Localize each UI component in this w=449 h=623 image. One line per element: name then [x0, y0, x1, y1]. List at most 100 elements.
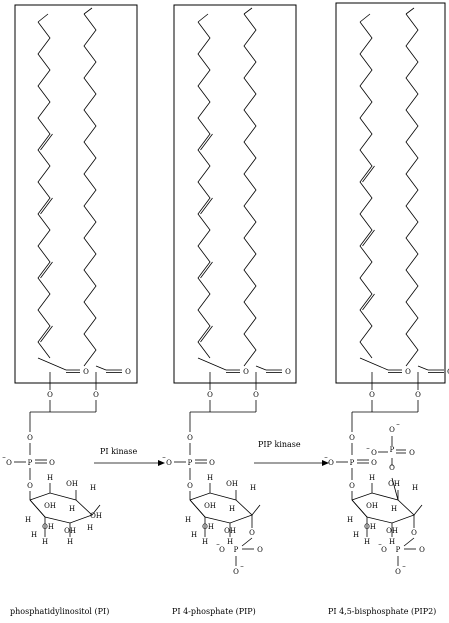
- ring-hydroxyl: OH: [204, 502, 216, 510]
- unsaturated-chain: [197, 21, 211, 359]
- bond: [95, 365, 107, 371]
- ring-hydrogen: H: [229, 505, 235, 513]
- phosphoester-oxygen: O: [27, 434, 33, 442]
- chain-end: [405, 7, 415, 15]
- double-bond: [200, 197, 213, 215]
- ring-hydrogen: H: [185, 516, 191, 524]
- bond: [417, 365, 429, 371]
- ring-hydroxyl: OH: [66, 480, 78, 488]
- phosphate-oxygen: O: [6, 459, 12, 467]
- phosphorus: P: [28, 459, 33, 467]
- phosphate-oxygen: O: [371, 449, 377, 457]
- ring-hydrogen: H: [227, 538, 233, 546]
- ring-hydrogen: H: [369, 474, 375, 482]
- double-bond: [40, 197, 53, 215]
- double-bond: [362, 229, 375, 247]
- unsaturated-chain: [37, 21, 51, 359]
- phosphate-oxygen: O: [209, 459, 215, 467]
- ring-hydroxyl: OH: [42, 523, 54, 531]
- ring-hydroxyl: OH: [226, 480, 238, 488]
- enzyme-label-pip-kinase: PIP kinase: [258, 440, 301, 449]
- phosphate-oxygen: O: [219, 546, 225, 554]
- phosphate-oxygen: O: [328, 459, 334, 467]
- ring-hydrogen: H: [207, 474, 213, 482]
- ring-hydrogen: H: [67, 538, 73, 546]
- ring-hydrogen: H: [25, 516, 31, 524]
- phosphate-oxygen: O: [381, 546, 387, 554]
- ring-bond: [189, 499, 206, 518]
- ring-hydrogen: H: [191, 531, 197, 539]
- negative-charge: –: [396, 420, 400, 428]
- saturated-chain: [83, 13, 97, 367]
- inositol-ring: [29, 492, 93, 524]
- double-bond: [40, 133, 53, 151]
- ester-oxygen: O: [93, 391, 99, 399]
- double-bond: [40, 261, 53, 279]
- carbonyl-oxygen: O: [285, 368, 291, 376]
- phosphate-oxygen: O: [166, 459, 172, 467]
- inositol-linkage-oxygen: O: [187, 482, 193, 490]
- phosphate-oxygen: O: [371, 459, 377, 467]
- double-bond: [40, 325, 53, 343]
- ring-hydrogen: H: [391, 505, 397, 513]
- ring-hydrogen: H: [31, 531, 37, 539]
- negative-charge: –: [240, 562, 244, 570]
- ester-oxygen: O: [369, 391, 375, 399]
- phosphoester-oxygen: O: [187, 434, 193, 442]
- bond: [241, 537, 253, 547]
- fatty-acid-chains-pi: [37, 7, 97, 367]
- chain-end: [83, 7, 93, 15]
- chain-end: [243, 7, 253, 15]
- bond: [251, 504, 261, 516]
- ring-hydrogen: H: [364, 538, 370, 546]
- phosphorus: P: [390, 446, 395, 454]
- ring-hydrogen: H: [347, 516, 353, 524]
- tail-box-pip: [173, 4, 297, 384]
- ester-oxygen: O: [253, 391, 259, 399]
- ester-oxygen: O: [47, 391, 53, 399]
- bond: [359, 357, 389, 371]
- inositol-ring: [351, 492, 415, 524]
- phosphoester-oxygen: O: [349, 434, 355, 442]
- negative-charge: –: [216, 540, 220, 548]
- compound-name-pip: PI 4-phosphate (PIP): [172, 607, 256, 616]
- saturated-chain: [243, 13, 257, 367]
- phosphate-ester-oxygen: O: [411, 529, 417, 537]
- ring-bond: [351, 499, 368, 518]
- negative-charge: –: [162, 453, 166, 461]
- ester-oxygen: O: [207, 391, 213, 399]
- inositol-linkage-oxygen: O: [349, 482, 355, 490]
- phosphorus: P: [350, 459, 355, 467]
- ring-hydroxyl: OH: [364, 523, 376, 531]
- bond: [197, 357, 227, 371]
- ring-hydrogen: H: [412, 484, 418, 492]
- phosphate-oxygen: O: [389, 426, 395, 434]
- double-bond: [200, 133, 213, 151]
- ring-hydrogen: H: [250, 484, 256, 492]
- carbonyl-oxygen: O: [243, 368, 249, 376]
- bond: [413, 504, 423, 516]
- phosphate-oxygen: O: [395, 568, 401, 576]
- compound-name-pip2: PI 4,5-bisphosphate (PIP2): [328, 607, 436, 616]
- carbonyl-oxygen: O: [83, 368, 89, 376]
- unsaturated-chain: [359, 21, 373, 359]
- enzyme-label-pi-kinase: PI kinase: [100, 447, 138, 456]
- phosphate-ester-oxygen: O: [249, 529, 255, 537]
- reaction-arrow-pip-kinase: PIP kinase: [254, 440, 329, 466]
- fatty-acid-chains-pip2: [359, 7, 419, 367]
- inositol-linkage-oxygen: O: [27, 482, 33, 490]
- chain-end: [197, 13, 209, 23]
- ring-hydroxyl: OH: [90, 512, 102, 520]
- inositol-ring: [189, 492, 253, 524]
- carbonyl-oxygen: O: [447, 368, 449, 376]
- phosphorus: P: [234, 546, 239, 554]
- compound-name-pi: phosphatidylinositol (PI): [10, 607, 109, 616]
- negative-charge: –: [366, 444, 370, 452]
- double-bond: [200, 325, 213, 343]
- phosphorus: P: [396, 546, 401, 554]
- carbonyl-oxygen: O: [125, 368, 131, 376]
